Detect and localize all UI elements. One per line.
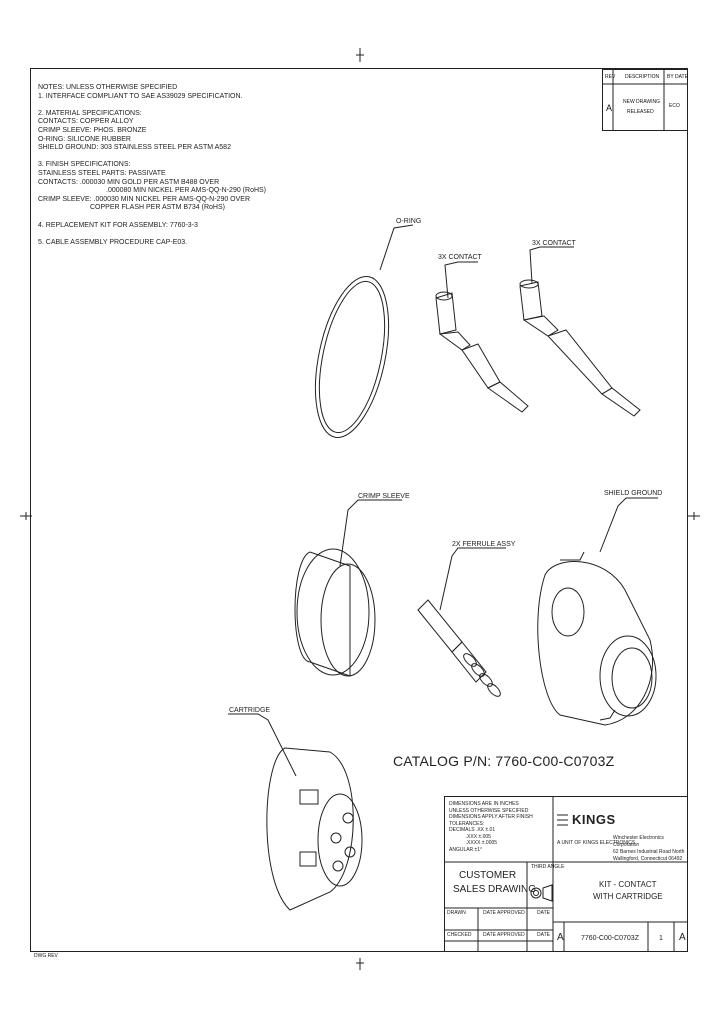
label-contact-2: 3X CONTACT [532, 240, 576, 247]
note-line: COPPER FLASH PER ASTM B734 (RoHS) [90, 204, 225, 212]
label-ferrule: 2X FERRULE ASSY [452, 541, 516, 548]
row-label-checked: CHECKED [447, 932, 472, 938]
label-contact-1: 3X CONTACT [438, 254, 482, 261]
note-line: 5. CABLE ASSEMBLY PROCEDURE CAP-E03. [38, 238, 188, 246]
company-logo-text: KINGS [572, 812, 616, 827]
o-ring-drawing [314, 224, 414, 439]
bottom-center-mark [356, 958, 364, 970]
note-line: 3. FINISH SPECIFICATIONS: [38, 161, 131, 169]
label-crimp-sleeve: CRIMP SLEEVE [358, 493, 410, 500]
note-line: .000080 MIN NICKEL PER AMS-QQ-N-290 (RoH… [106, 187, 267, 195]
row-label-drawn: DRAWN [447, 910, 466, 916]
third-angle-projection-icon [530, 884, 553, 902]
third-angle-label: THIRD ANGLE [531, 864, 565, 870]
rev-header-description: DESCRIPTION [625, 74, 660, 80]
note-line: STAINLESS STEEL PARTS: PASSIVATE [38, 169, 166, 177]
address-line: 62 Barnes Industrial Road North [613, 849, 685, 855]
rev-description-1: NEW DRAWING [623, 99, 661, 105]
note-line: 4. REPLACEMENT KIT FOR ASSEMBLY: 7760-3-… [38, 221, 198, 229]
address-line: Winchester Electronics Corporation [613, 835, 664, 848]
sheet-number: 1 [659, 935, 663, 942]
corner-note: DWG REV [34, 953, 58, 959]
title-block-rev: A [679, 932, 686, 943]
crimp-sleeve-drawing [294, 499, 402, 677]
row-label-date: DATE [537, 910, 550, 916]
label-cartridge: CARTRIDGE [229, 707, 271, 714]
left-center-mark [20, 512, 32, 520]
rev-letter: A [606, 103, 613, 113]
contact-2-drawing [519, 246, 641, 417]
tolerance-line: .XXXX ±.0005 [449, 840, 498, 846]
company-address: Winchester Electronics Corporation 62 Ba… [613, 835, 687, 863]
catalog-part-number: CATALOG P/N: 7760-C00-C0703Z [393, 753, 615, 769]
cartridge-drawing [228, 713, 363, 911]
rev-description-2: RELEASED [627, 109, 654, 115]
note-line: CONTACTS: .000030 MIN GOLD PER ASTM B488… [38, 178, 220, 186]
note-line: SHIELD GROUND: 303 STAINLESS STEEL PER A… [38, 144, 231, 152]
general-notes: NOTES: UNLESS OTHERWISE SPECIFIED 1. INT… [38, 84, 266, 247]
rev-header-by-date: BY DATE [667, 74, 688, 80]
row-label-date: DATE [483, 910, 496, 916]
row-label-date: DATE [537, 932, 550, 938]
note-line: CRIMP SLEEVE: PHOS. BRONZE [38, 126, 147, 134]
top-center-mark [356, 48, 364, 62]
company-subtitle: A UNIT OF KINGS ELECTRONICS [557, 840, 636, 846]
tolerance-line: .XXX ±.005 [449, 833, 491, 840]
tolerance-line: TOLERANCES: [449, 820, 485, 827]
label-shield-ground: SHIELD GROUND [604, 490, 663, 497]
row-label-approved: APPROVED [497, 910, 525, 916]
rev-by-date: ECO [669, 103, 680, 109]
tolerance-line: DIMENSIONS APPLY AFTER FINISH [449, 814, 533, 820]
note-line: 2. MATERIAL SPECIFICATIONS: [38, 109, 142, 117]
tolerance-line: UNLESS OTHERWISE SPECIFIED [449, 807, 529, 814]
rev-header-rev: REV [605, 74, 616, 80]
drawing-type-line-1: CUSTOMER [459, 870, 517, 881]
note-line: 1. INTERFACE COMPLIANT TO SAE AS39029 SP… [38, 92, 243, 100]
tolerance-notes: DIMENSIONS ARE IN INCHES UNLESS OTHERWIS… [449, 801, 533, 853]
kings-logo-icon [557, 814, 568, 826]
note-line: O-RING: SILICONE RUBBER [38, 135, 131, 143]
title-block-grid [444, 796, 688, 952]
note-line: CRIMP SLEEVE: .000030 MIN NICKEL PER AMS… [38, 195, 251, 203]
right-center-mark [688, 512, 700, 520]
tolerance-line: ANGULAR ±1° [449, 846, 483, 853]
size-value: A [557, 932, 564, 943]
shield-ground-drawing [537, 497, 658, 726]
title-block: DIMENSIONS ARE IN INCHES UNLESS OTHERWIS… [444, 796, 688, 952]
note-line: CONTACTS: COPPER ALLOY [38, 118, 134, 126]
drawing-sheet-border [30, 68, 688, 952]
drawing-type-line-2: SALES DRAWING [453, 884, 536, 895]
address-line: Wallingford, Connecticut 06492 [613, 856, 683, 862]
row-label-date: DATE [483, 932, 496, 938]
label-o-ring: O-RING [396, 218, 422, 225]
revision-block-grid [602, 69, 688, 131]
drawing-number: 7760-C00-C0703Z [581, 935, 639, 942]
revision-block: REV DESCRIPTION BY DATE A NEW DRAWING RE… [602, 69, 688, 131]
drawing-title-line-2: WITH CARTRIDGE [593, 892, 663, 901]
drawing-title-line-1: KIT - CONTACT [599, 880, 657, 889]
row-label-approved: APPROVED [497, 932, 525, 938]
tolerance-line: DIMENSIONS ARE IN INCHES [449, 801, 519, 807]
contact-1-drawing [435, 261, 529, 413]
ferrule-drawing [417, 547, 506, 697]
note-line: NOTES: UNLESS OTHERWISE SPECIFIED [38, 84, 178, 91]
tolerance-line: DECIMALS .XX ±.01 [449, 827, 496, 833]
